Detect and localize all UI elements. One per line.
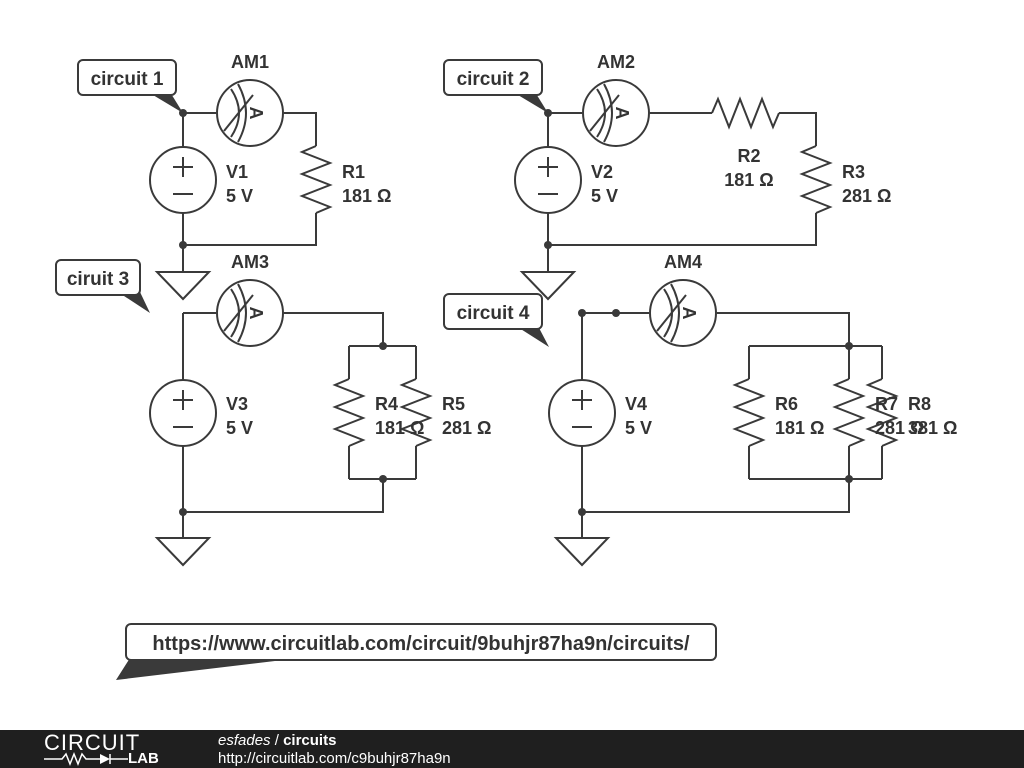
v4-source-icon[interactable] — [548, 379, 616, 447]
r3-resistor-icon[interactable] — [801, 145, 831, 214]
logo-bottom-text: LAB — [128, 750, 159, 767]
circuit-1: A AM1 V1 5 V R1 181 Ω — [149, 52, 391, 300]
am1-label: AM1 — [231, 52, 269, 72]
am3-letter: A — [246, 307, 266, 320]
r5-value: 281 Ω — [442, 418, 491, 438]
c2-node — [544, 241, 552, 249]
v3-value: 5 V — [226, 418, 253, 438]
callout-circuit-4[interactable]: circuit 4 — [443, 293, 549, 347]
c3-node — [379, 475, 387, 483]
ground-icon — [156, 537, 210, 566]
r2-resistor-icon[interactable] — [711, 98, 780, 128]
v1-label: V1 — [226, 162, 248, 182]
logo-resistor-diode-icon — [44, 751, 128, 766]
r6-resistor-icon[interactable] — [734, 378, 764, 447]
c1-wires — [182, 112, 317, 272]
callout-circuit-2[interactable]: circuit 2 — [443, 59, 548, 113]
am1-letter: A — [246, 107, 266, 120]
r5-label: R5 — [442, 394, 465, 414]
c4-node — [578, 508, 586, 516]
r4-value: 181 Ω — [375, 418, 424, 438]
footer-user[interactable]: esfades — [218, 732, 271, 749]
callout-circuit-2-text: circuit 2 — [457, 69, 530, 90]
footer-owner-line: esfades / circuits — [218, 732, 336, 749]
c4-node — [578, 309, 586, 317]
c4-node — [845, 475, 853, 483]
circuit-3: A AM3 V3 5 V R4 181 Ω R5 281 Ω — [149, 252, 491, 566]
ground-icon — [156, 271, 210, 300]
r7-resistor-icon[interactable] — [834, 378, 864, 447]
r8-label: R8 — [908, 394, 931, 414]
am2-letter: A — [612, 107, 632, 120]
r7-label: R7 — [875, 394, 898, 414]
r4-label: R4 — [375, 394, 398, 414]
callout-circuit-3[interactable]: ciruit 3 — [55, 259, 150, 313]
r6-value: 181 Ω — [775, 418, 824, 438]
r4-resistor-icon[interactable] — [334, 378, 364, 447]
callout-circuit-1-text: circuit 1 — [91, 69, 164, 90]
v4-label: V4 — [625, 394, 647, 414]
r2-value: 181 Ω — [724, 170, 773, 190]
circuitlab-logo[interactable]: CIRCUIT LAB — [44, 732, 174, 766]
r3-value: 281 Ω — [842, 186, 891, 206]
callout-circuit-3-text: ciruit 3 — [67, 269, 129, 290]
schematic-canvas: A AM1 V1 5 V R1 181 Ω A AM2 V2 5 V R2 18… — [55, 52, 957, 680]
r3-label: R3 — [842, 162, 865, 182]
r6-label: R6 — [775, 394, 798, 414]
footer-circuit-title[interactable]: circuits — [283, 732, 337, 749]
c1-node — [179, 241, 187, 249]
r2-label: R2 — [737, 146, 760, 166]
c4-node — [612, 309, 620, 317]
v2-value: 5 V — [591, 186, 618, 206]
logo-top-text: CIRCUIT — [44, 730, 141, 755]
callout-url[interactable]: https://www.circuitlab.com/circuit/9buhj… — [116, 623, 717, 680]
footer-separator: / — [270, 732, 284, 749]
am4-letter: A — [679, 307, 699, 320]
ground-icon — [555, 537, 609, 566]
callout-circuit-4-text: circuit 4 — [457, 303, 530, 324]
am4-label: AM4 — [664, 252, 702, 272]
c3-node — [379, 342, 387, 350]
r1-resistor-icon[interactable] — [301, 145, 331, 214]
circuit-url-text[interactable]: https://www.circuitlab.com/circuit/9buhj… — [152, 633, 690, 655]
v4-value: 5 V — [625, 418, 652, 438]
v2-label: V2 — [591, 162, 613, 182]
r7-value: 281 Ω — [875, 418, 924, 438]
callout-circuit-1[interactable]: circuit 1 — [77, 59, 183, 113]
v1-source-icon[interactable] — [149, 146, 217, 214]
circuit-4: A AM4 V4 5 V R6 181 Ω R7 281 Ω R8 381 Ω — [548, 252, 957, 566]
c2-wires — [547, 112, 817, 272]
am3-label: AM3 — [231, 252, 269, 272]
v1-value: 5 V — [226, 186, 253, 206]
circuit-2: A AM2 V2 5 V R2 181 Ω R3 281 Ω — [514, 52, 891, 300]
r1-label: R1 — [342, 162, 365, 182]
v3-label: V3 — [226, 394, 248, 414]
c4-node — [845, 342, 853, 350]
r8-value: 381 Ω — [908, 418, 957, 438]
footer-bar: CIRCUIT LAB esfades / circuits http://ci… — [0, 730, 1024, 768]
v3-source-icon[interactable] — [149, 379, 217, 447]
v2-source-icon[interactable] — [514, 146, 582, 214]
am2-label: AM2 — [597, 52, 635, 72]
r1-value: 181 Ω — [342, 186, 391, 206]
footer-url[interactable]: http://circuitlab.com/c9buhjr87ha9n — [218, 750, 451, 767]
c3-node — [179, 508, 187, 516]
